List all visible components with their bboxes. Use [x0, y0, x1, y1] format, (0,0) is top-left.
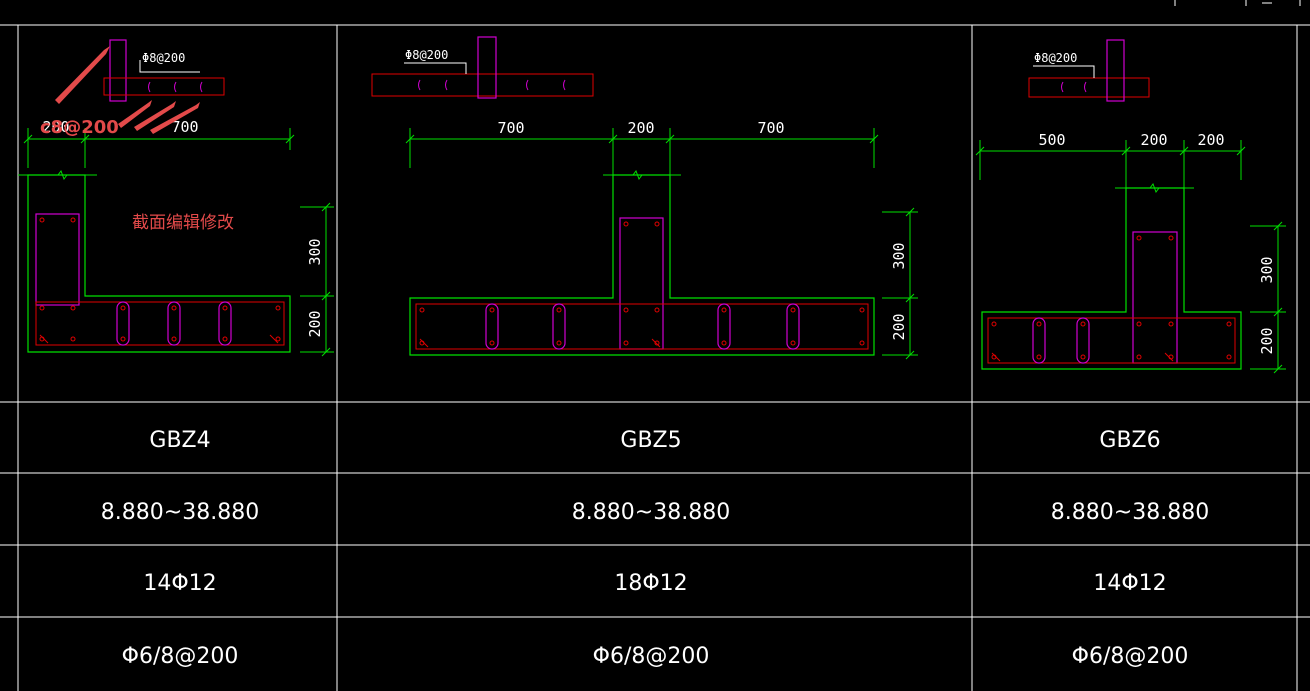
stirrup-cell: Φ6/8@200 [122, 644, 239, 669]
gbz4-callout-label: Φ8@200 [142, 51, 185, 65]
gbz5-callout-label: Φ8@200 [405, 48, 448, 62]
gbz5-dim-right [882, 207, 918, 360]
column-name-cell: GBZ6 [1099, 428, 1160, 453]
arrow-mark [55, 46, 110, 104]
gbz6-dim-label: 200 [1197, 131, 1224, 149]
callout-leader [139, 60, 200, 73]
longitudinal-rebar-cell: 14Φ12 [143, 571, 216, 596]
gbz5-dim-label: 700 [497, 119, 524, 137]
longitudinal-rebar-cell: 14Φ12 [1093, 571, 1166, 596]
gbz5-dim-label: 300 [890, 242, 908, 269]
gbz4-outline [27, 174, 291, 353]
gbz4-ties [116, 301, 232, 346]
gbz6-dim-label: 500 [1038, 131, 1065, 149]
gbz6-outline [981, 187, 1242, 370]
gbz6-callout-label: Φ8@200 [1034, 51, 1077, 65]
gbz6-callout-sketch [1028, 39, 1150, 102]
gbz6-stirrup [1132, 231, 1178, 364]
callout-wall-strip [1028, 77, 1150, 98]
gbz6-section: Φ8@200 500 200 200 [975, 39, 1286, 374]
stirrup-cell: Φ6/8@200 [1072, 644, 1189, 669]
elevation-cell: 8.880~38.880 [1051, 500, 1209, 525]
gbz4-dim-label: 300 [306, 238, 324, 265]
gbz5-bars [419, 221, 865, 348]
gbz4-callout-sketch [103, 39, 225, 102]
gbz4-section: Φ8@200 200 700 [18, 39, 334, 357]
gbz4-dim-label: 200 [42, 118, 69, 136]
gbz6-dim-label: 200 [1258, 327, 1276, 354]
gbz4-dim-right [300, 202, 334, 357]
gbz4-dim-label: 200 [306, 310, 324, 337]
gbz4-stirrup [35, 301, 285, 346]
gbz6-stirrup [987, 317, 1236, 364]
gbz5-callout-sketch [371, 36, 594, 99]
stirrup-annotation: c8@200 [40, 117, 119, 138]
annotation-arrows [55, 46, 200, 134]
gbz5-stirrup [619, 217, 664, 350]
callout-wall-strip [103, 77, 225, 96]
table-cells: GBZ4 GBZ5 GBZ6 8.880~38.880 8.880~38.880… [101, 428, 1209, 669]
gbz4-stirrup [35, 213, 80, 306]
callout-leader [404, 62, 467, 74]
gbz6-dim-label: 300 [1258, 256, 1276, 283]
callout-leader [1033, 65, 1095, 78]
gbz5-dim-label: 200 [627, 119, 654, 137]
column-name-cell: GBZ5 [620, 428, 681, 453]
callout-stirrup-box [1106, 39, 1125, 102]
gbz4-bars [39, 217, 281, 344]
stirrup-cell: Φ6/8@200 [593, 644, 710, 669]
gbz6-dim-label: 200 [1140, 131, 1167, 149]
gbz6-dim-right [1250, 221, 1286, 374]
callout-tie-hooks [418, 79, 566, 91]
gbz5-stirrup [415, 303, 869, 350]
callout-tie-hooks [148, 81, 203, 93]
elevation-cell: 8.880~38.880 [572, 500, 730, 525]
gbz5-ties [485, 303, 800, 350]
gbz4-dim-label: 700 [171, 118, 198, 136]
callout-stirrup-box [109, 39, 127, 102]
arrow-mark [150, 102, 200, 134]
arrow-mark [134, 101, 176, 131]
gbz5-section: Φ8@200 700 200 700 [371, 36, 918, 360]
gbz5-dim-label: 200 [890, 313, 908, 340]
callout-stirrup-box [477, 36, 497, 99]
gbz6-bars [991, 235, 1232, 362]
gbz5-outline [409, 174, 875, 356]
longitudinal-rebar-cell: 18Φ12 [614, 571, 687, 596]
callout-wall-strip [371, 73, 594, 97]
gbz6-ties [1032, 317, 1090, 364]
callout-tie-hooks [1061, 81, 1087, 93]
column-name-cell: GBZ4 [149, 428, 210, 453]
gbz5-dim-label: 700 [757, 119, 784, 137]
edit-annotation: 截面编辑修改 [132, 213, 234, 233]
arrow-mark [118, 100, 152, 128]
elevation-cell: 8.880~38.880 [101, 500, 259, 525]
